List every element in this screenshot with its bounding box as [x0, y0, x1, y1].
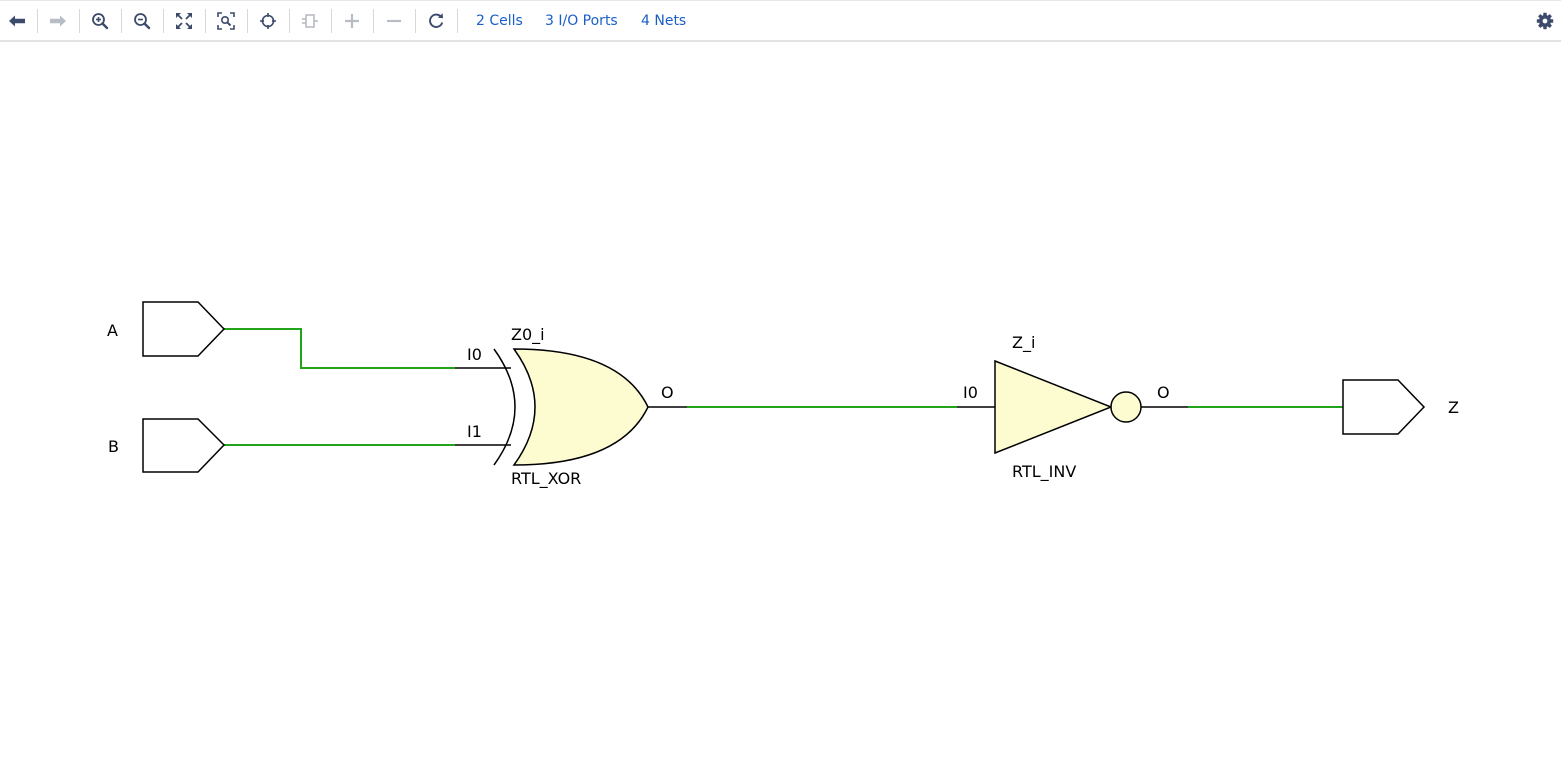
regenerate-button[interactable] [423, 8, 449, 34]
inv-cell-type: RTL_INV [1012, 462, 1076, 482]
refresh-icon [429, 13, 444, 28]
toolbar-separator [163, 9, 164, 33]
zoom-area-icon [217, 12, 235, 30]
toolbar-separator [37, 9, 38, 33]
collapse-button[interactable] [297, 8, 323, 34]
forward-button[interactable] [45, 8, 71, 34]
autofit-selection-button[interactable] [255, 8, 281, 34]
io-ports-link[interactable]: 3 I/O Ports [545, 13, 618, 29]
toolbar-separator [457, 9, 458, 33]
zoom-fit-button[interactable] [171, 8, 197, 34]
arrow-right-icon [50, 15, 66, 27]
settings-button[interactable] [1532, 8, 1558, 34]
port-b-label: B [108, 437, 119, 456]
zoom-in-button[interactable] [87, 8, 113, 34]
toolbar-separator [289, 9, 290, 33]
toolbar-separator [205, 9, 206, 33]
inverter-bubble [1110, 391, 1142, 423]
toolbar-separator [331, 9, 332, 33]
zoom-in-icon [92, 13, 109, 30]
port-a-label: A [107, 321, 118, 340]
xor-gate-cell[interactable] [455, 348, 687, 466]
toolbar-separator [79, 9, 80, 33]
input-port-a[interactable] [142, 301, 226, 357]
xor-instance-name: Z0_i [511, 325, 545, 345]
toolbar-separator [373, 9, 374, 33]
toolbar-separator [247, 9, 248, 33]
gear-icon [1536, 12, 1554, 30]
minus-icon [387, 19, 401, 23]
net-a[interactable] [224, 328, 455, 369]
fit-icon [176, 13, 192, 29]
arrow-left-icon [9, 15, 25, 27]
inverter-triangle [994, 359, 1114, 455]
inv-pin-i0-label: I0 [963, 383, 978, 402]
inv-pin-o-label: O [1157, 383, 1170, 402]
back-button[interactable] [4, 8, 30, 34]
schematic-toolbar: 2 Cells 3 I/O Ports 4 Nets [0, 0, 1561, 42]
xor-gate-input-curve [493, 348, 516, 466]
xor-gate-body [512, 348, 649, 466]
xor-pin-i0-label: I0 [467, 345, 482, 364]
zoom-out-button[interactable] [129, 8, 155, 34]
xor-pin-i1-label: I1 [467, 422, 482, 441]
toolbar-separator [121, 9, 122, 33]
nets-link[interactable]: 4 Nets [641, 13, 687, 29]
collapse-icon [302, 14, 318, 28]
toolbar-separator [415, 9, 416, 33]
cells-link[interactable]: 2 Cells [476, 13, 523, 29]
port-z-label: Z [1448, 398, 1459, 417]
toolbar-top-border [0, 0, 1561, 1]
expand-button[interactable] [339, 8, 365, 34]
inverter-cell[interactable] [957, 359, 1188, 455]
crosshair-icon [260, 13, 276, 29]
remove-button[interactable] [381, 8, 407, 34]
input-port-b[interactable] [142, 418, 226, 473]
inv-instance-name: Z_i [1012, 333, 1035, 353]
xor-cell-type: RTL_XOR [511, 469, 581, 489]
plus-icon [345, 14, 359, 28]
schematic-canvas[interactable]: A B Z0_i RTL_XOR I0 I1 O Z_i RTL_INV I0 … [0, 42, 1561, 758]
output-port-z[interactable] [1342, 379, 1426, 435]
xor-pin-o-label: O [661, 383, 674, 402]
zoom-out-icon [134, 13, 151, 30]
zoom-area-button[interactable] [213, 8, 239, 34]
